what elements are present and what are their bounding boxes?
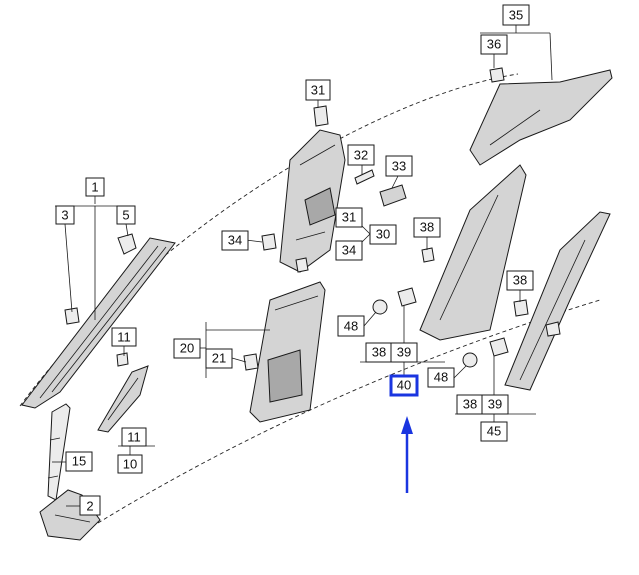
callout-48-left[interactable]: 48 xyxy=(337,315,365,337)
svg-text:34: 34 xyxy=(228,233,242,248)
svg-text:11: 11 xyxy=(127,430,141,445)
svg-text:40: 40 xyxy=(397,378,411,393)
callout-31-upper[interactable]: 31 xyxy=(305,79,331,101)
clip-38-part xyxy=(421,247,435,263)
svg-text:33: 33 xyxy=(392,159,406,174)
svg-text:38: 38 xyxy=(463,397,477,412)
screw-11-part xyxy=(116,352,129,367)
clip-21-part xyxy=(243,353,259,371)
b-pillar-lower-trim-part xyxy=(243,281,326,423)
callout-34-right[interactable]: 34 xyxy=(335,240,363,261)
svg-text:35: 35 xyxy=(509,8,523,23)
callout-33[interactable]: 33 xyxy=(385,155,413,177)
svg-text:5: 5 xyxy=(122,208,129,223)
callout-21[interactable]: 21 xyxy=(205,348,233,369)
svg-text:32: 32 xyxy=(354,148,368,163)
svg-text:2: 2 xyxy=(86,499,93,514)
screw-32-part xyxy=(354,169,375,185)
svg-text:10: 10 xyxy=(123,457,137,472)
callout-20[interactable]: 20 xyxy=(173,338,201,359)
grommet-48b-part xyxy=(462,352,478,368)
svg-text:11: 11 xyxy=(117,330,131,345)
d-pillar-trim-part xyxy=(504,211,611,391)
lower-a-pillar-part xyxy=(97,352,149,433)
svg-text:31: 31 xyxy=(342,210,356,225)
svg-text:15: 15 xyxy=(72,454,86,469)
svg-text:45: 45 xyxy=(487,424,501,439)
a-pillar-trim-part xyxy=(21,233,176,409)
callout-39-lower[interactable]: 39 xyxy=(481,394,509,415)
svg-text:31: 31 xyxy=(311,83,325,98)
clip-34-part xyxy=(261,233,277,251)
callout-32[interactable]: 32 xyxy=(347,144,375,166)
callout-39-center[interactable]: 39 xyxy=(390,342,418,363)
callout-2[interactable]: 2 xyxy=(79,495,101,516)
svg-text:38: 38 xyxy=(513,273,527,288)
svg-text:21: 21 xyxy=(212,351,226,366)
callout-38-lower[interactable]: 38 xyxy=(456,394,484,415)
callout-11-lower[interactable]: 11 xyxy=(121,427,147,447)
svg-text:34: 34 xyxy=(342,243,356,258)
callout-3[interactable]: 3 xyxy=(55,205,75,225)
svg-text:20: 20 xyxy=(180,341,194,356)
svg-text:39: 39 xyxy=(488,397,502,412)
callout-48-right[interactable]: 48 xyxy=(427,367,455,388)
callout-38-upper[interactable]: 38 xyxy=(413,217,441,238)
clip-39a-part xyxy=(397,287,417,307)
clip-36-part xyxy=(489,67,505,83)
callout-5[interactable]: 5 xyxy=(116,205,136,225)
clip-38d-part xyxy=(513,299,529,317)
callout-10[interactable]: 10 xyxy=(117,454,143,474)
clip-39b-part xyxy=(489,337,509,357)
callout-34-left[interactable]: 34 xyxy=(221,230,249,251)
callout-35[interactable]: 35 xyxy=(502,4,530,26)
svg-text:48: 48 xyxy=(434,370,448,385)
svg-text:30: 30 xyxy=(376,227,390,242)
svg-text:39: 39 xyxy=(397,345,411,360)
callout-30[interactable]: 30 xyxy=(369,224,397,245)
sill-bracket-part xyxy=(47,403,71,501)
callout-40-highlighted[interactable]: 40 xyxy=(389,374,419,397)
callout-36[interactable]: 36 xyxy=(480,34,508,55)
highlight-arrow xyxy=(401,416,413,493)
callout-15[interactable]: 15 xyxy=(65,451,93,472)
callout-11-upper[interactable]: 11 xyxy=(111,327,137,347)
svg-text:3: 3 xyxy=(61,208,68,223)
svg-text:38: 38 xyxy=(372,345,386,360)
grommet-48a-part xyxy=(372,299,388,315)
clip-3-part xyxy=(64,307,80,325)
c-pillar-upper-trim-part xyxy=(469,67,613,166)
callout-45[interactable]: 45 xyxy=(480,421,508,442)
callout-38-center[interactable]: 38 xyxy=(365,342,393,363)
body-outline-arc-lower xyxy=(97,299,601,524)
callout-31-lower[interactable]: 31 xyxy=(335,207,363,228)
svg-text:48: 48 xyxy=(344,319,358,334)
svg-text:36: 36 xyxy=(487,37,501,52)
clip-31-part xyxy=(313,105,329,127)
svg-text:38: 38 xyxy=(420,220,434,235)
label-33-part xyxy=(379,184,407,207)
clip-5-part xyxy=(117,233,137,255)
rear-quarter-trim-part xyxy=(419,164,527,341)
svg-text:1: 1 xyxy=(91,180,98,195)
b-pillar-upper-trim-part xyxy=(279,105,346,273)
callout-1[interactable]: 1 xyxy=(85,177,105,197)
callout-38-right[interactable]: 38 xyxy=(506,270,534,291)
